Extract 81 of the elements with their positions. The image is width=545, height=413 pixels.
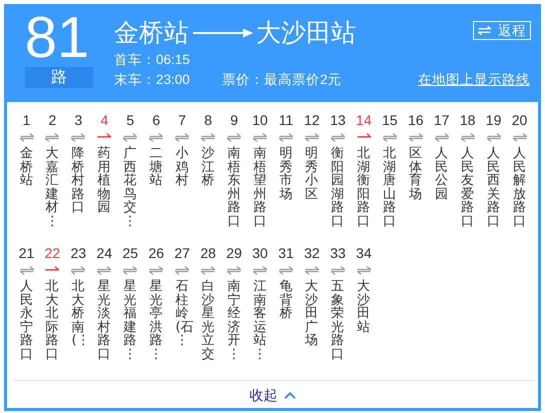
stop-number: 34 — [355, 245, 373, 261]
stop-number: 2 — [48, 112, 58, 128]
stop-name: 小鸡村 — [175, 147, 190, 188]
stop-number: 21 — [18, 245, 36, 261]
stop-name: 广西花鸟交⋮ — [124, 147, 138, 229]
return-button: 返程 — [473, 21, 531, 40]
stop-number: 8 — [203, 112, 214, 128]
fare-text: 票价：最高票价2元 — [222, 72, 342, 88]
collapse-link: 收起 — [250, 387, 296, 403]
stop-number: 28 — [199, 245, 217, 261]
stop-name: 降桥村路口 — [72, 147, 86, 215]
stop-number: 17 — [432, 112, 450, 128]
stop-number: 7 — [177, 112, 188, 128]
stop-name: 白沙星光立交 — [201, 280, 216, 362]
stop-number: 5 — [125, 112, 136, 128]
stop-name: 衡阳园湖路口 — [331, 147, 346, 229]
station-name: 金桥站 — [110, 18, 193, 48]
stop-name: 北大北际路口 — [46, 280, 60, 362]
stop-name: 人民友爱路口 — [460, 147, 475, 229]
stop-name: 人民永宁路口 — [20, 280, 34, 362]
stop-number: 33 — [329, 245, 347, 261]
stop-number: 10 — [251, 112, 269, 128]
stop-name: 明秀市场 — [279, 147, 294, 202]
last-bus-time: 末车：23:00 — [114, 72, 190, 88]
stop-number: 27 — [173, 245, 191, 261]
stop-list-panel — [4, 102, 541, 411]
stop-number: 20 — [510, 112, 528, 128]
stop-name: 明秀小区 — [305, 147, 320, 202]
stop-number: 25 — [122, 245, 140, 261]
stop-name: 北湖衡阳路口 — [357, 147, 372, 229]
stop-name: 南梧东州路口 — [227, 147, 242, 229]
stop-number: 32 — [303, 245, 321, 261]
stop-number: 22 — [44, 245, 62, 261]
stop-name: 二塘站 — [150, 147, 164, 188]
stop-number: 18 — [458, 112, 476, 128]
map-link: 在地图上显示路线 — [418, 72, 530, 88]
stop-name: 星光淡村路口 — [98, 280, 112, 362]
stop-name: 人民解放路口 — [512, 147, 527, 229]
stop-name: 大嘉汇建材⋮ — [46, 147, 60, 229]
stop-number: 14 — [355, 112, 373, 128]
stop-number: 1 — [22, 112, 32, 128]
stop-name: 五象荣光路口 — [331, 280, 346, 362]
stop-name: 区体育场 — [409, 147, 423, 202]
stop-number: 4 — [99, 112, 110, 128]
stop-name: 人民西关路口 — [486, 147, 501, 229]
stop-number: 29 — [225, 245, 243, 261]
stop-number: 11 — [278, 112, 294, 128]
stop-number: 3 — [73, 112, 84, 128]
route-number: 81 — [24, 9, 90, 67]
stop-name: 江南客运站⋮ — [253, 280, 268, 362]
arrow — [193, 28, 253, 38]
stop-name: 大沙田站 — [357, 280, 372, 334]
stop-number: 13 — [329, 112, 347, 128]
stop-number: 26 — [147, 245, 166, 261]
stop-name: 石柱岭(石⋮ — [175, 280, 195, 348]
stop-number: 6 — [151, 112, 162, 128]
stop-name: 北湖唐山路口 — [383, 147, 398, 229]
stop-name: 药用植物园 — [98, 147, 112, 215]
stop-number: 31 — [277, 245, 295, 261]
stop-name: 星光福建路⋮ — [124, 280, 138, 362]
stop-name: 人民公园 — [434, 147, 449, 202]
stop-number: 12 — [303, 112, 321, 128]
stop-name: 北大桥南(⋮ — [72, 280, 91, 348]
stop-number: 15 — [381, 112, 399, 128]
stop-name: 南梧望州路口 — [253, 147, 268, 229]
stop-name: 南宁经济开⋮ — [227, 280, 242, 362]
stop-number: 23 — [70, 245, 88, 261]
header-band — [4, 4, 541, 102]
stop-name: 星光亭洪路⋮ — [150, 280, 164, 362]
stop-name: 龟背桥 — [279, 280, 294, 321]
stop-number: 19 — [484, 112, 502, 128]
first-bus-time: 首车：06:15 — [114, 52, 190, 68]
stop-number: 24 — [96, 245, 114, 261]
stop-number: 30 — [251, 245, 269, 261]
stop-number: 9 — [229, 112, 239, 128]
stop-number: 16 — [406, 112, 425, 128]
stop-name: 沙江桥 — [201, 147, 216, 188]
route-badge: 路 — [25, 67, 93, 88]
station-name: 大沙田站 — [252, 18, 360, 48]
stop-name: 大沙田广场 — [305, 280, 320, 348]
stop-name: 金桥站 — [20, 147, 34, 188]
